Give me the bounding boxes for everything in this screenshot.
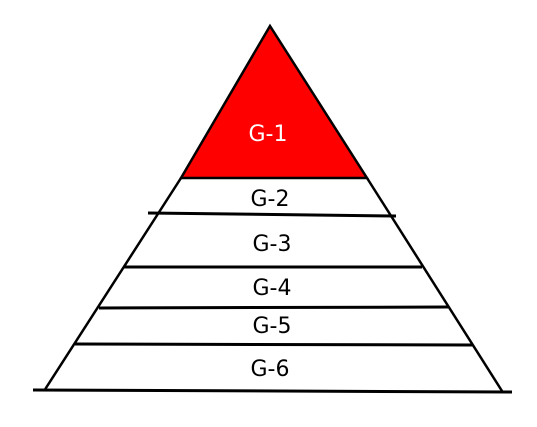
pyramid-divider-1 <box>147 211 397 218</box>
pyramid-divider-3 <box>98 305 449 310</box>
pyramid-level-g5-label: G-5 <box>253 314 292 339</box>
pyramid-divider-4 <box>74 342 474 347</box>
pyramid-level-g1-shape <box>178 23 370 180</box>
pyramid-level-g1-label: G-1 <box>249 122 288 147</box>
pyramid-level-g4-label: G-4 <box>253 276 292 301</box>
pyramid-level-g3-label: G-3 <box>253 232 292 257</box>
pyramid-left-edge <box>42 177 183 392</box>
pyramid-level-g6-label: G-6 <box>251 357 290 382</box>
pyramid-right-edge <box>365 177 504 392</box>
pyramid-level-g2-label: G-2 <box>251 187 290 212</box>
pyramid-base <box>32 388 513 394</box>
